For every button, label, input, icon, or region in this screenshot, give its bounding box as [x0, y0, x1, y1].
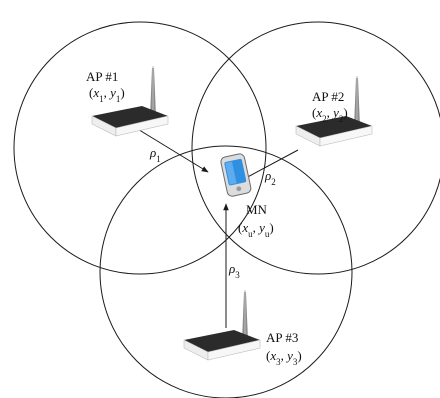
- range-rho1-label: ρ1: [149, 145, 161, 164]
- wireless-router-icon: [91, 66, 169, 137]
- ap2-coordinates-label: (x2, y2): [312, 105, 348, 124]
- mobile-phone-icon: [220, 153, 252, 197]
- mn-coordinates-label: (xu, yu): [238, 220, 274, 239]
- ap1-name-label: AP #1: [86, 69, 118, 84]
- coverage-circle-ap3: [99, 145, 353, 398]
- range-arrow-ap2: [241, 149, 299, 181]
- ap3-coordinates-label: (x3, y3): [266, 348, 302, 367]
- wireless-router-icon: [183, 290, 261, 361]
- mn-name-label: MN: [246, 202, 268, 217]
- wireless-router-icon: [295, 76, 373, 147]
- range-rho3-label: ρ3: [228, 261, 240, 280]
- coverage-circle-ap2: [191, 21, 440, 275]
- range-rho2-label: ρ2: [264, 168, 276, 187]
- range-arrow-ap1: [135, 127, 209, 173]
- ap1-coordinates-label: (x1, y1): [89, 85, 125, 104]
- ap2-name-label: AP #2: [312, 89, 344, 104]
- ap3-name-label: AP #3: [266, 330, 298, 345]
- coverage-circle-ap1: [13, 21, 267, 275]
